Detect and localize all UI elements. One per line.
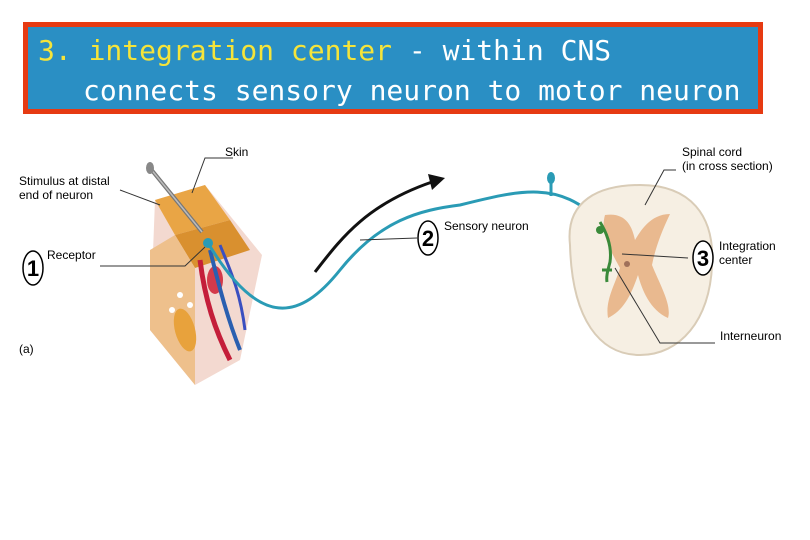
sensory-cell-body xyxy=(547,172,555,184)
receptor-label: Receptor xyxy=(47,248,96,262)
interneuron xyxy=(598,221,612,283)
spinal-cord-label-1: Spinal cord xyxy=(682,145,742,159)
stimulus-label-1: Stimulus at distal xyxy=(19,174,110,188)
title-line-1: 3. integration center - within CNS xyxy=(38,37,611,65)
spinal-cord-cross-section xyxy=(568,183,714,357)
panel-label: (a) xyxy=(19,342,34,356)
step-3-number: 3 xyxy=(697,246,709,271)
title-box: 3. integration center - within CNS conne… xyxy=(23,22,763,114)
stimulus-label-2: end of neuron xyxy=(19,188,93,202)
sensory-neuron-axon xyxy=(206,190,602,310)
step-2-marker: 2 xyxy=(417,220,439,256)
stimulus-needle xyxy=(146,162,204,234)
title-line-2: connects sensory neuron to motor neuron xyxy=(83,74,741,107)
step-3-marker: 3 xyxy=(692,240,714,276)
step-1-marker: 1 xyxy=(22,250,44,286)
title-rest: - within CNS xyxy=(392,34,612,67)
leader-lines xyxy=(100,157,715,344)
interneuron-cell-body xyxy=(596,226,604,234)
step-2-number: 2 xyxy=(422,226,434,251)
skin-label: Skin xyxy=(225,145,248,159)
integration-center-label-1: Integration xyxy=(719,239,776,253)
integration-center-label-2: center xyxy=(719,253,752,267)
sensory-neuron-label: Sensory neuron xyxy=(444,219,529,233)
skin-illustration xyxy=(150,185,262,385)
spinal-cord-label-2: (in cross section) xyxy=(682,159,773,173)
interneuron-label: Interneuron xyxy=(720,329,781,343)
impulse-arrowhead xyxy=(428,174,445,190)
step-1-number: 1 xyxy=(27,256,39,281)
title-number: 3. xyxy=(38,34,72,67)
title-highlight: integration center xyxy=(88,34,393,67)
impulse-arrow xyxy=(313,180,433,273)
